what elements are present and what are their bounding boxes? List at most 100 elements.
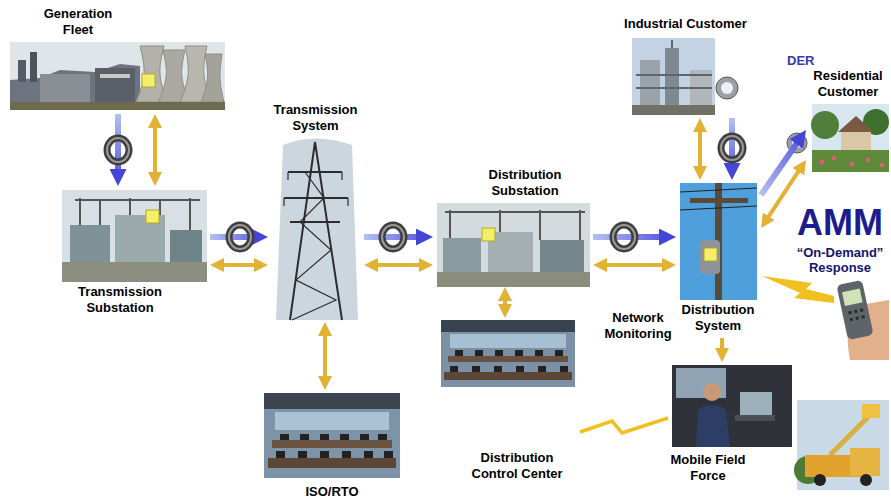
node-label: AMM	[791, 203, 889, 243]
mobile-field-force-picture	[703, 383, 721, 401]
transmission-substation-picture	[146, 210, 159, 223]
bucket-truck-picture	[794, 400, 889, 490]
node-label: Transmission Substation	[60, 284, 180, 316]
industrial-plant-picture	[665, 48, 679, 115]
power-flow-arrow	[364, 234, 424, 240]
transmission-tower-picture	[284, 142, 348, 320]
generation-fleet-node: Generation Fleet	[8, 4, 228, 114]
iso-rto-control-room-picture	[264, 393, 400, 478]
distribution-pole-picture	[704, 248, 717, 261]
industrial-plant-picture	[632, 105, 715, 115]
iso-rto-control-room-picture	[275, 412, 389, 430]
distribution-substation-picture	[437, 203, 590, 287]
bucket-truck-picture	[797, 400, 889, 490]
information-flow-arrow	[372, 263, 426, 267]
current-sensor-ring	[107, 138, 129, 162]
distribution-control-room-picture	[441, 320, 575, 332]
text-slot: Residential Customer	[806, 68, 890, 100]
distribution-pole-picture	[680, 188, 757, 210]
text-slot: Generation Fleet	[33, 6, 123, 38]
iso-rto-control-room-picture	[272, 440, 392, 448]
information-flow-arrow	[218, 263, 261, 267]
wireless-bolt	[762, 276, 834, 303]
node-label: Generation Fleet	[33, 6, 123, 38]
current-sensor-ring	[613, 225, 635, 249]
industrial-plant-picture	[632, 38, 715, 115]
information-flow-arrow	[765, 166, 802, 221]
node-label: Distribution System	[676, 302, 760, 334]
control-center-node: Distribution Control Center	[438, 318, 580, 484]
industrial-plant-picture	[636, 40, 712, 88]
text-slot: Distribution Substation	[460, 167, 590, 199]
mobile-field-force-picture	[740, 392, 772, 415]
power-flow-arrow	[593, 234, 667, 240]
current-sensor-ring	[229, 225, 251, 249]
distribution-substation-node: Distribution Substation	[433, 165, 593, 287]
generation-fleet-picture	[18, 60, 26, 82]
amm-region-outline	[759, 53, 891, 363]
text-slot: DER	[787, 53, 823, 68]
transmission-substation-picture	[70, 225, 110, 265]
wireless-bolt	[762, 276, 834, 303]
information-flow-arrow	[601, 263, 669, 267]
distribution-system-node: Distribution System	[676, 180, 761, 338]
current-sensor-ring	[229, 225, 251, 249]
bucket-truck-picture	[850, 448, 880, 476]
node-label: DER	[787, 53, 823, 68]
mobile-phone-picture	[836, 280, 889, 360]
distribution-substation-picture	[443, 238, 481, 274]
transmission-substation-node: Transmission Substation	[58, 186, 210, 320]
residential-picture	[820, 156, 884, 167]
amm-region: DER AMM“On-Demand” Response Residential Cu…	[757, 52, 891, 364]
distribution-pole-picture	[680, 183, 757, 300]
transmission-system-node: Transmission System	[268, 100, 364, 322]
residential-picture	[841, 132, 871, 152]
mobile-field-force-picture	[672, 365, 792, 447]
distribution-control-room-picture	[441, 320, 575, 387]
distribution-control-room-picture	[441, 320, 575, 387]
generation-fleet-picture	[142, 74, 155, 87]
generation-fleet-picture	[10, 42, 225, 110]
residential-picture	[811, 111, 839, 139]
current-sensor-ring	[721, 136, 743, 160]
text-slot: “On-Demand” Response	[790, 245, 890, 275]
distribution-substation-picture	[482, 228, 495, 241]
current-sensor-ring	[613, 225, 635, 249]
iso-rto-node: ISO/RTO	[262, 390, 403, 501]
industrial-meter	[721, 82, 733, 94]
text-slot: Transmission System	[268, 102, 363, 134]
distribution-pole-picture	[700, 240, 720, 274]
generation-fleet-picture	[30, 52, 37, 82]
industrial-meter	[716, 77, 738, 99]
transmission-substation-picture	[170, 230, 202, 265]
bucket-truck-picture	[814, 474, 826, 486]
distribution-control-room-picture	[450, 350, 568, 372]
current-sensor-ring	[382, 225, 404, 249]
current-sensor-ring	[613, 225, 635, 249]
information-flow-arrow	[720, 338, 724, 354]
text-slot: Mobile Field Force	[668, 452, 748, 484]
text-slot: Industrial Customer	[608, 16, 763, 31]
current-sensor-ring	[229, 225, 251, 249]
text-slot: ISO/RTO	[262, 484, 402, 499]
generation-fleet-picture	[10, 102, 225, 110]
residential-picture	[812, 150, 889, 172]
text-slot: Transmission Substation	[60, 284, 180, 316]
industrial-customer-node: Industrial Customer	[608, 14, 764, 118]
current-sensor-ring	[107, 138, 129, 162]
power-flow-arrow	[761, 138, 801, 195]
current-sensor-ring	[107, 138, 129, 162]
transmission-substation-picture	[62, 190, 207, 282]
annotation-label: Network Monitoring	[602, 310, 674, 342]
node-label: Distribution Control Center	[465, 450, 569, 482]
current-sensor-ring	[721, 136, 743, 160]
residential-picture	[812, 104, 889, 172]
current-sensor-ring	[721, 136, 743, 160]
information-flow-arrow	[153, 122, 157, 179]
transmission-substation-picture	[62, 190, 207, 282]
distribution-substation-picture	[437, 203, 590, 287]
information-flow-arrow	[503, 295, 507, 311]
text-slot: Distribution Control Center	[465, 450, 569, 482]
bucket-truck-picture	[862, 404, 880, 418]
